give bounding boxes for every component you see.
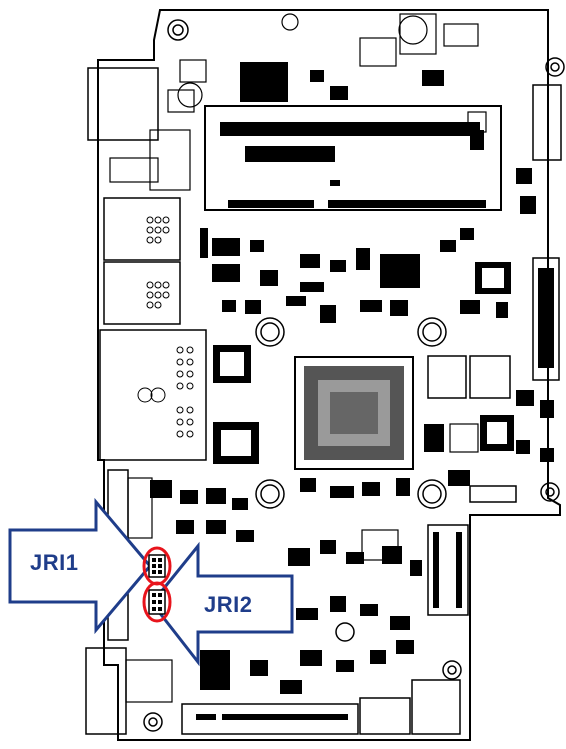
jri2-arrow [150,541,294,667]
ic-chips [212,62,514,464]
connector-pins [137,216,194,438]
outline-components [109,13,487,703]
right-connectors [427,84,562,616]
bottom-connector [181,679,461,735]
jri2-highlight-ring [142,581,172,623]
jri1-jumper [148,554,166,578]
sodimm-slot [204,105,502,211]
chip-inner [220,268,507,456]
right-connector-pins [433,268,554,608]
jri2-jumper [148,589,166,615]
jri1-arrow [8,497,152,635]
jri2-label: JRI2 [204,592,253,617]
cpu-package [294,356,414,470]
mounting-holes [143,19,565,732]
jri1-label: JRI1 [30,550,79,575]
